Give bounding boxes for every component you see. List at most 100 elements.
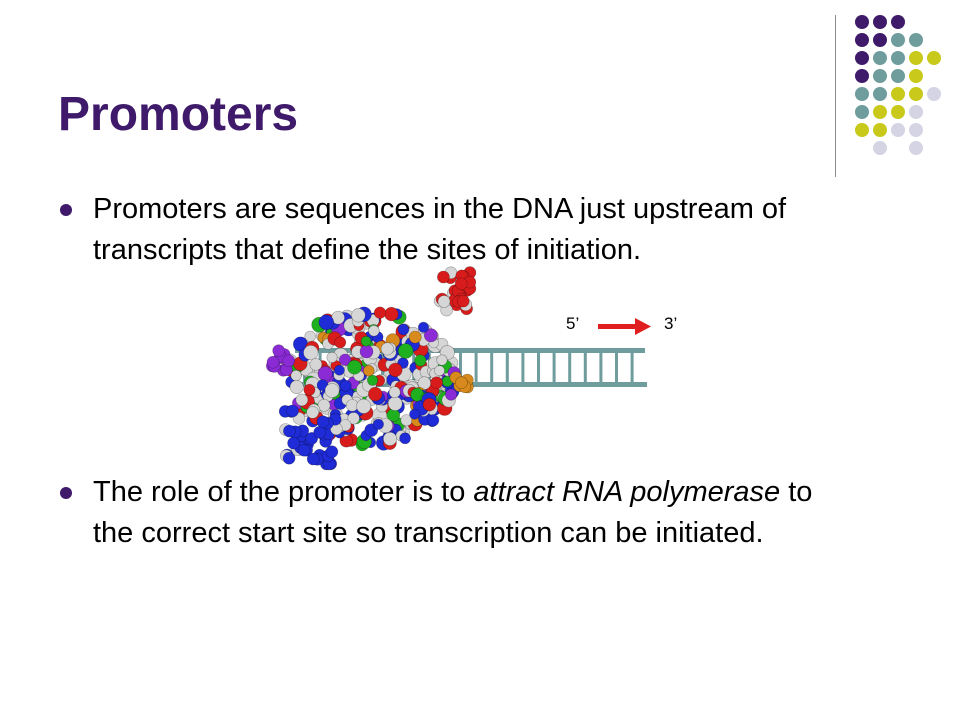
decorative-dot xyxy=(891,69,905,83)
decorative-dot-grid xyxy=(855,15,941,155)
protein-atom xyxy=(388,362,403,377)
protein-atom xyxy=(306,406,319,419)
slide-title: Promoters xyxy=(58,88,299,141)
decorative-dot xyxy=(891,87,905,101)
protein-atom xyxy=(387,396,403,411)
protein-atom xyxy=(347,359,362,375)
bullet-text-segment: to the correct start site so transcripti… xyxy=(93,476,813,549)
protein-atom xyxy=(317,398,331,412)
protein-atom xyxy=(303,383,316,396)
decorative-dot xyxy=(855,33,869,47)
protein-atom xyxy=(347,412,360,425)
decorative-dot xyxy=(891,105,905,119)
decorative-dot xyxy=(873,123,887,137)
protein-atom xyxy=(283,424,296,438)
polymerase-protein-model xyxy=(265,266,477,471)
protein-atom xyxy=(436,354,448,366)
bullet-text-segment: The role of the promoter is to xyxy=(93,476,474,508)
protein-atom xyxy=(359,344,374,359)
dna-base-pair xyxy=(599,352,603,383)
protein-atom xyxy=(351,308,366,323)
label-3-prime: 3’ xyxy=(664,314,678,333)
decorative-dot xyxy=(873,15,887,29)
arrow-shaft xyxy=(598,324,638,329)
decorative-dot xyxy=(909,123,923,137)
protein-atom xyxy=(266,355,280,369)
protein-atom xyxy=(414,354,427,367)
bullet-item-2: The role of the promoter is to attract R… xyxy=(60,472,813,554)
bullet-text-1: Promoters are sequences in the DNA just … xyxy=(93,193,786,266)
decorative-dot xyxy=(909,87,923,101)
protein-atom xyxy=(456,294,470,308)
protein-atom xyxy=(383,431,398,446)
decorative-dot xyxy=(909,105,923,119)
bullet-dot-icon xyxy=(60,487,72,499)
protein-atom xyxy=(339,379,352,392)
protein-atom xyxy=(326,351,338,363)
protein-atom xyxy=(380,342,394,356)
protein-atom xyxy=(289,380,304,395)
decorative-dot xyxy=(873,87,887,101)
dna-base-pair xyxy=(568,352,572,383)
protein-atom xyxy=(303,344,319,361)
rna-polymerase-dna-figure xyxy=(265,266,651,471)
protein-atom xyxy=(455,376,468,389)
protein-atom xyxy=(430,376,443,390)
vertical-divider xyxy=(835,15,836,177)
dna-base-pair xyxy=(459,352,462,383)
protein-atom xyxy=(423,328,438,343)
decorative-dot xyxy=(927,51,941,65)
protein-atom xyxy=(398,343,414,359)
dna-base-pair xyxy=(615,352,618,383)
protein-atom xyxy=(445,388,458,401)
bullet-text-segment: Promoters are sequences in the DNA just … xyxy=(93,193,787,266)
protein-atom xyxy=(372,418,384,430)
protein-atom xyxy=(306,452,320,466)
decorative-dot xyxy=(855,123,869,137)
dna-base-pair xyxy=(490,352,494,383)
direction-arrow-icon xyxy=(598,318,651,335)
decorative-dot xyxy=(855,105,869,119)
bullet-text-italic: attract RNA polymerase xyxy=(473,476,781,508)
dna-base-pair xyxy=(474,352,478,383)
decorative-dot xyxy=(891,33,905,47)
protein-atom xyxy=(368,325,380,337)
dna-base-pair xyxy=(537,352,540,383)
decorative-dot xyxy=(873,105,887,119)
decorative-dot xyxy=(909,69,923,83)
protein-atom xyxy=(287,436,300,450)
decorative-dot xyxy=(909,33,923,47)
decorative-dot xyxy=(855,51,869,65)
protein-atom xyxy=(282,451,296,465)
decorative-dot xyxy=(891,123,905,137)
protein-atom xyxy=(272,344,286,357)
decorative-dot xyxy=(873,33,887,47)
protein-atom xyxy=(318,314,335,330)
protein-atom xyxy=(367,374,379,386)
protein-atom xyxy=(373,306,387,319)
protein-atom xyxy=(295,393,309,407)
protein-atom xyxy=(286,404,299,418)
protein-atom xyxy=(360,335,372,347)
protein-atom xyxy=(422,397,437,412)
protein-atom xyxy=(418,321,430,333)
bullet-item-1: Promoters are sequences in the DNA just … xyxy=(60,189,813,271)
protein-atom xyxy=(454,277,468,291)
arrow-head xyxy=(635,318,651,335)
protein-atom xyxy=(437,295,451,308)
bullet-text-2: The role of the promoter is to attract R… xyxy=(93,476,812,549)
dna-base-pair xyxy=(583,352,587,383)
protein-atom xyxy=(397,323,410,336)
protein-atom xyxy=(437,270,450,284)
label-5-prime: 5’ xyxy=(566,314,580,333)
protein-atom xyxy=(388,386,401,399)
decorative-dot xyxy=(855,87,869,101)
decorative-dot xyxy=(927,87,941,101)
protein-atom xyxy=(338,353,352,366)
bullet-dot-icon xyxy=(60,204,72,216)
dna-base-pair xyxy=(630,352,634,383)
decorative-dot xyxy=(873,51,887,65)
protein-atom xyxy=(334,364,345,376)
decorative-dot xyxy=(909,141,923,155)
decorative-dot xyxy=(873,141,887,155)
